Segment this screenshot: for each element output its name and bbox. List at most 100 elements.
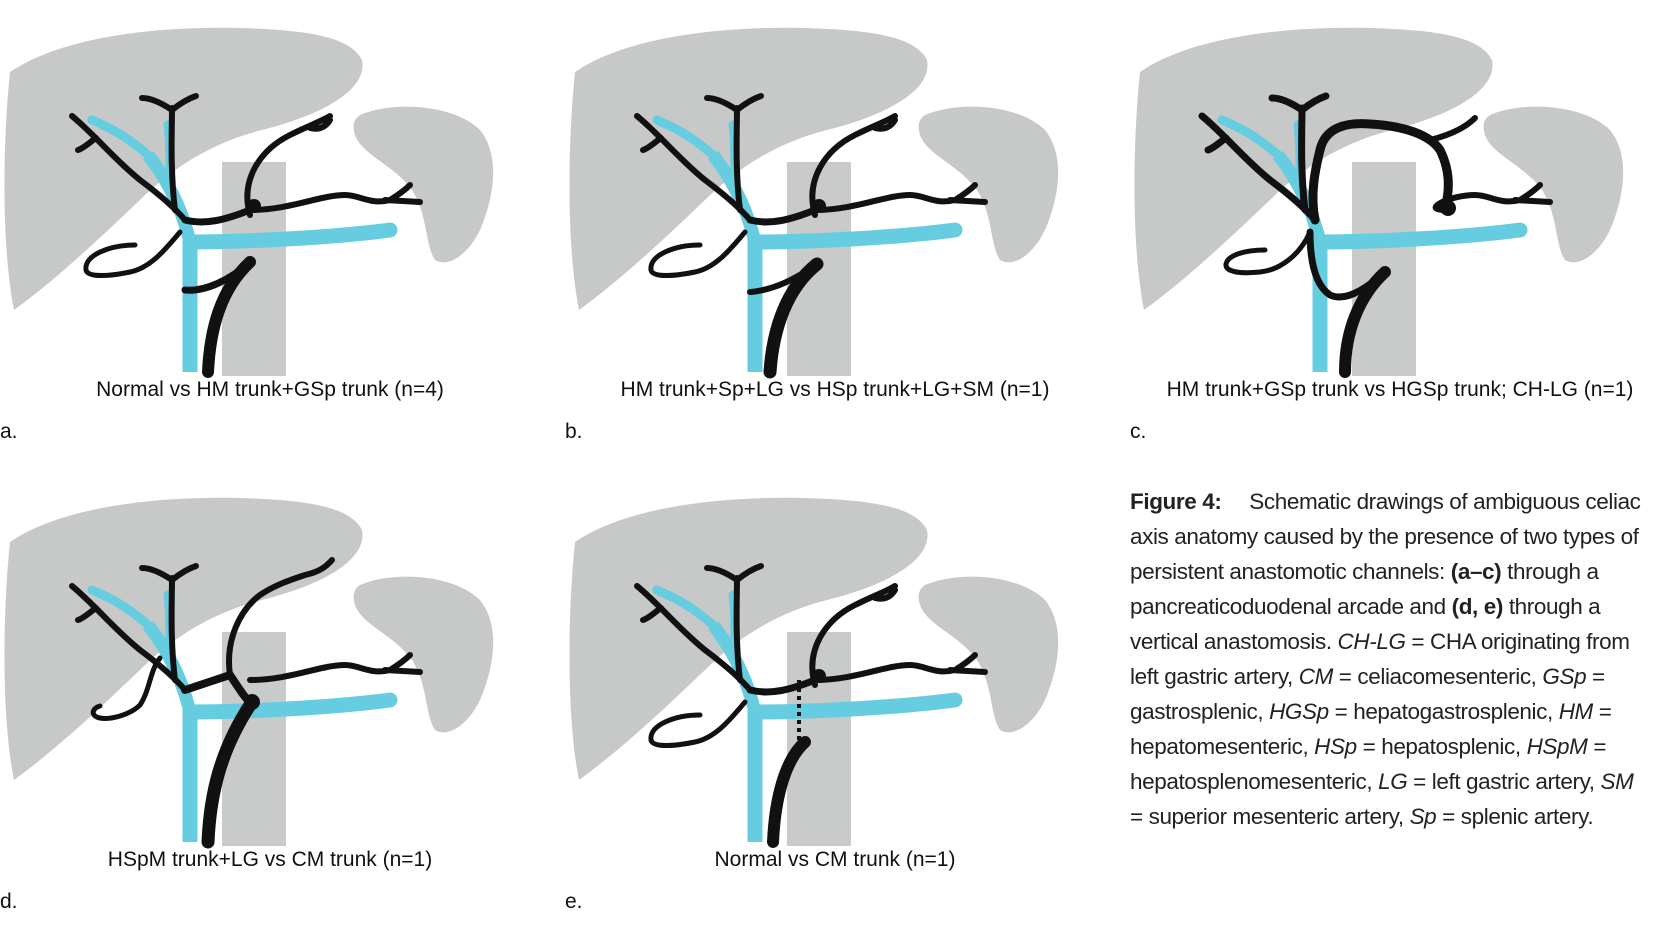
spleen-shape xyxy=(353,106,494,263)
artery-middle-hepatic xyxy=(733,105,743,213)
vein-branch-1 xyxy=(87,115,153,160)
artery-splenic xyxy=(247,182,423,213)
abbr-definition: superior mesenteric artery xyxy=(1148,804,1399,829)
artery-common-hepatic xyxy=(746,676,819,696)
artery-splenic xyxy=(1432,182,1553,213)
artery-sma xyxy=(202,256,256,378)
artery-hepatic-twig xyxy=(75,135,99,153)
artery-common-hepatic xyxy=(181,206,254,226)
aorta-band xyxy=(222,162,286,376)
panel-caption: HM trunk+Sp+LG vs HSp trunk+LG+SM (n=1) xyxy=(620,378,1050,401)
legend-bold-1: (a–c) xyxy=(1450,559,1502,584)
artery-hepatic-fork xyxy=(139,563,199,583)
vein-branch-1 xyxy=(1217,115,1283,160)
vein-splenic xyxy=(1312,222,1528,250)
artery-hepatic-fork xyxy=(704,563,764,583)
abbr-definition: CHA originating from left gastric artery xyxy=(1130,629,1630,689)
panel-caption: HSpM trunk+LG vs CM trunk (n=1) xyxy=(107,848,433,871)
abbr-definition: splenic artery xyxy=(1460,804,1588,829)
abbr-term: CH-LG xyxy=(1337,629,1406,654)
panel-label: e. xyxy=(565,890,583,913)
artery-common-hepatic xyxy=(746,206,819,226)
abbr-term: HGSp xyxy=(1269,699,1329,724)
abbr-definition: hepatogastrosplenic xyxy=(1353,699,1547,724)
legend-bold-2: (d, e) xyxy=(1451,594,1504,619)
liver-shape xyxy=(1134,27,1493,310)
panel-caption: HM trunk+GSp trunk vs HGSp trunk; CH-LG … xyxy=(1166,378,1634,401)
artery-gd-arcade xyxy=(648,229,748,278)
artery-node xyxy=(247,199,261,213)
panel-d: HSpM trunk+LG vs CM trunk (n=1) d. xyxy=(0,480,540,950)
artery-common-hepatic xyxy=(1308,145,1325,225)
abbr-definition: celiacomesenteric xyxy=(1357,664,1531,689)
figure-legend: Figure 4: Schematic drawings of ambiguou… xyxy=(1130,484,1650,834)
artery-sma xyxy=(201,695,259,849)
abbr-term: LG xyxy=(1378,769,1408,794)
artery-node xyxy=(1440,200,1456,216)
schematic-a xyxy=(4,27,494,378)
artery-hepatic-twig xyxy=(1204,134,1230,154)
schematic-c xyxy=(1134,27,1624,378)
artery-hepatic-twig xyxy=(640,605,664,623)
spleen-shape xyxy=(918,576,1059,733)
panel-a: Normal vs HM trunk+GSp trunk (n=4) a. xyxy=(0,10,540,480)
panel-c: HM trunk+GSp trunk vs HGSp trunk; CH-LG … xyxy=(1130,10,1661,480)
artery-left-gastric xyxy=(809,113,898,218)
vein-branch-1 xyxy=(87,585,153,630)
schematic-d xyxy=(4,497,494,849)
panel-label: d. xyxy=(0,890,18,913)
artery-splenic xyxy=(812,182,988,213)
vein-branch-1 xyxy=(652,115,718,160)
vein-branch-1 xyxy=(652,585,718,630)
spleen-shape xyxy=(353,576,494,733)
artery-gd-arcade xyxy=(83,229,183,278)
abbr-definition: hepatosplenic xyxy=(1381,734,1515,759)
panel-b: HM trunk+Sp+LG vs HSp trunk+LG+SM (n=1)b… xyxy=(565,10,1105,480)
panel-caption: Normal vs HM trunk+GSp trunk (n=4) xyxy=(96,378,444,401)
artery-middle-hepatic xyxy=(1298,104,1309,214)
abbr-definition: gastrosplenic xyxy=(1130,699,1258,724)
panel-caption: Normal vs CM trunk (n=1) xyxy=(714,848,956,871)
vein-splenic xyxy=(182,692,398,720)
artery-splenic xyxy=(247,652,423,683)
artery-node xyxy=(812,669,826,683)
artery-ch-lg-arc xyxy=(1315,119,1453,213)
artery-gd-arcade xyxy=(648,699,748,748)
abbr-definition: hepatomesenteric xyxy=(1130,734,1303,759)
artery-left-gastric xyxy=(244,113,333,218)
abbr-definition: left gastric artery xyxy=(1431,769,1589,794)
artery-gd-arcade xyxy=(90,655,163,721)
artery-middle-hepatic xyxy=(733,575,743,683)
abbr-term: Sp xyxy=(1409,804,1437,829)
artery-hepatic-fork xyxy=(139,93,199,113)
legend-text-2: through a pancreaticoduodenal arcade and xyxy=(1130,559,1599,619)
abbreviation-list: CH-LG = CHA originating from left gastri… xyxy=(1130,629,1634,829)
vein-splenic xyxy=(182,222,398,250)
abbr-definition: hepatosplenomesenteric xyxy=(1130,769,1367,794)
artery-hepatic-fork xyxy=(1268,92,1330,114)
abbr-term: HM xyxy=(1558,699,1594,724)
abbr-term: CM xyxy=(1298,664,1334,689)
artery-node xyxy=(812,199,826,213)
abbr-term: SM xyxy=(1600,769,1634,794)
artery-sma xyxy=(763,257,824,379)
panel-label: a. xyxy=(0,420,18,443)
schematic-b xyxy=(569,27,1059,379)
artery-sma xyxy=(767,736,811,848)
legend-text-3: through a vertical anastomosis. xyxy=(1130,594,1601,654)
artery-left-gastric xyxy=(1427,115,1478,143)
artery-hepatic-fork xyxy=(704,93,764,113)
artery-left-gastric xyxy=(809,583,898,688)
schematic-e xyxy=(569,497,1059,848)
artery-left-gastric xyxy=(226,557,335,678)
artery-middle-hepatic xyxy=(168,105,178,213)
abbr-term: HSp xyxy=(1314,734,1357,759)
vein-splenic xyxy=(747,692,963,720)
abbr-term: HSpM xyxy=(1526,734,1588,759)
artery-hepatic-twig xyxy=(640,135,664,153)
panel-label: c. xyxy=(1130,420,1147,443)
artery-common-hepatic xyxy=(181,671,254,706)
vein-splenic xyxy=(747,222,963,250)
artery-gd-arcade xyxy=(1223,229,1313,276)
liver-shape xyxy=(4,27,363,310)
